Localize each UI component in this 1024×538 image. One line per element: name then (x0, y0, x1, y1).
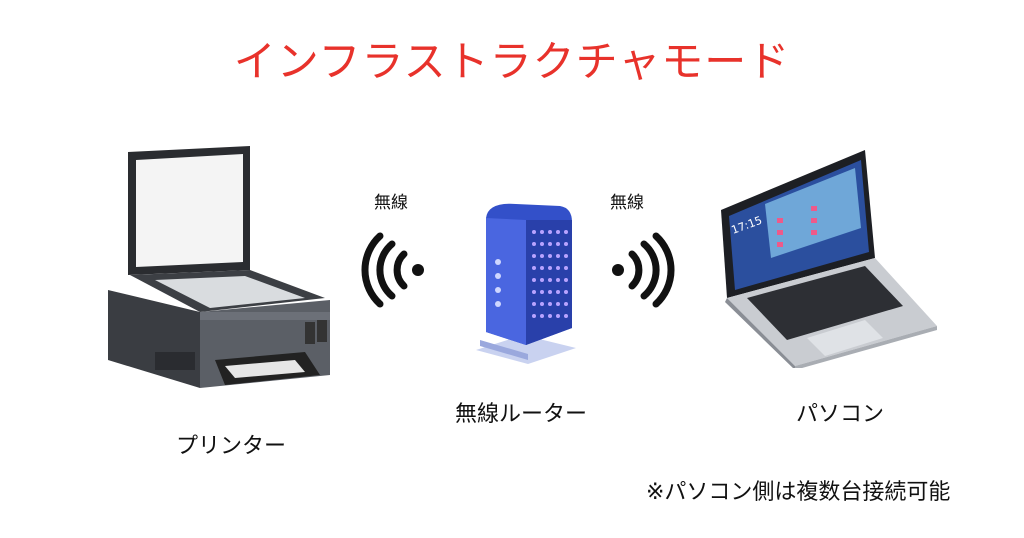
wifi-waves-icon (612, 232, 675, 308)
printer-label: プリンター (176, 434, 287, 459)
page-title: インフラストラクチャモード (233, 37, 791, 86)
router-icon (476, 203, 576, 364)
laptop-icon: 17:15 (721, 150, 937, 368)
connection-note: ※パソコン側は複数台接続可能 (646, 480, 951, 505)
pc-label: パソコン (796, 402, 885, 427)
wireless-label-right: 無線 (610, 193, 644, 213)
wifi-waves-icon (361, 232, 424, 308)
printer-icon (108, 146, 330, 388)
wireless-label-left: 無線 (374, 193, 408, 213)
router-label: 無線ルーター (455, 402, 588, 427)
